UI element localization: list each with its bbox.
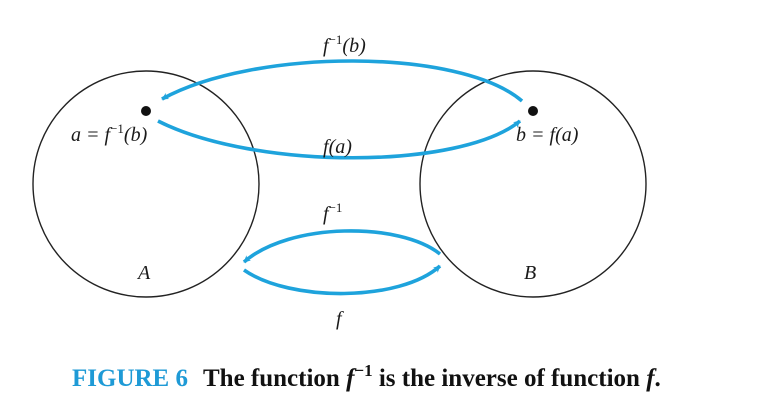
point-b [528, 106, 538, 116]
set-a-circle [32, 70, 260, 298]
caption-text: The function f−1 is the inverse of funct… [203, 361, 661, 392]
label-bottom-f: f [336, 308, 344, 330]
arrow-f-middle [157, 119, 522, 160]
arrow-f-bottom [242, 264, 442, 296]
caption-label: FIGURE 6 [72, 365, 188, 392]
set-b-circle [419, 70, 647, 298]
label-point-a: a = f−1(b) [71, 121, 148, 146]
label-top-inverse: f−1(b) [323, 32, 366, 57]
arrow-inverse-lower [242, 229, 442, 264]
label-mid-f: f(a) [323, 136, 352, 158]
point-a [141, 106, 151, 116]
arrow-inverse-top [161, 59, 524, 103]
label-lower-inverse: f−1 [323, 200, 342, 225]
set-b-label: B [524, 262, 536, 284]
label-point-b: b = f(a) [516, 124, 579, 146]
set-a-label: A [136, 262, 151, 284]
